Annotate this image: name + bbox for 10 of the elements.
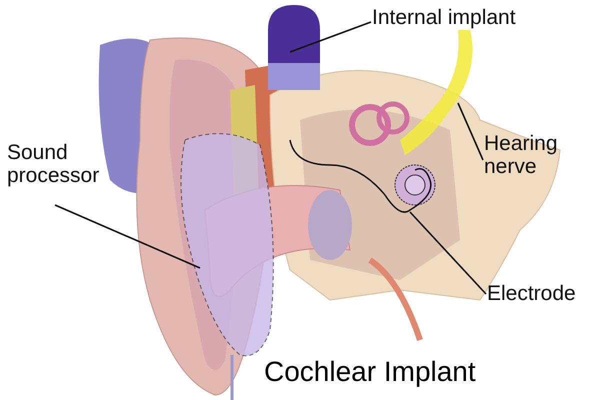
diagram-title: Cochlear Implant <box>264 356 476 388</box>
label-text: Internal implant <box>372 6 516 29</box>
leader-line <box>409 211 487 295</box>
implant-drawing <box>268 5 320 90</box>
leader-line <box>457 102 484 160</box>
label-text: Hearing nerve <box>484 132 594 178</box>
label-text: Sound processor <box>7 141 127 187</box>
leader-line <box>54 204 200 269</box>
label-text: Electrode <box>487 282 576 305</box>
leader-line <box>290 21 372 53</box>
